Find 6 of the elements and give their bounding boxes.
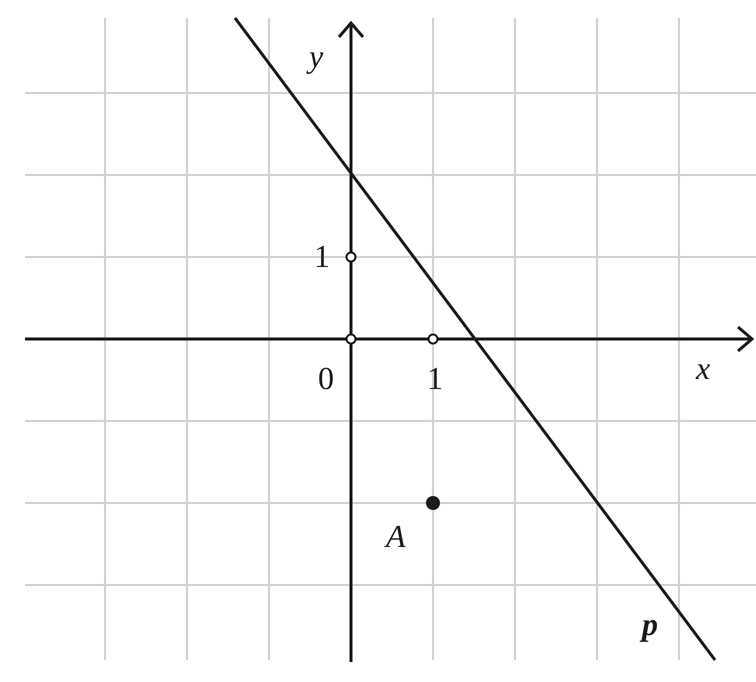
axis-label: x xyxy=(696,352,710,384)
tick-label: 1 xyxy=(314,240,330,272)
tick-label: 1 xyxy=(427,362,443,394)
line-label: p xyxy=(642,608,658,640)
point-label: A xyxy=(386,520,406,552)
tick-label: 0 xyxy=(318,362,334,394)
